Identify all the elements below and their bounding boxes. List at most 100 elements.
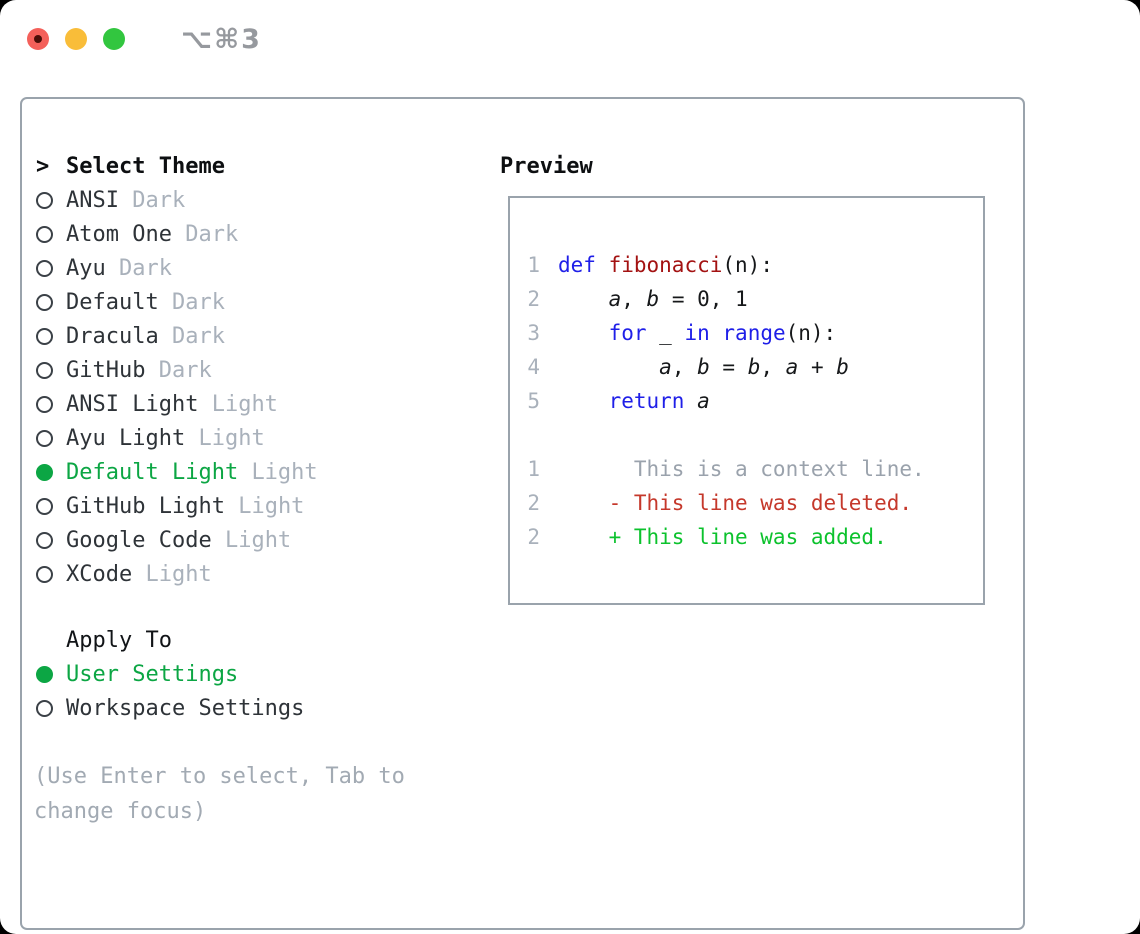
theme-list-item[interactable]: Default Light Light — [34, 455, 500, 489]
code-segment: in — [684, 321, 710, 345]
radio-icon — [36, 191, 53, 209]
code-segment: , — [621, 287, 647, 311]
code-text: - This line was deleted. — [558, 491, 912, 515]
theme-variant: Dark — [119, 255, 172, 281]
code-segment — [596, 253, 609, 277]
apply-to-option[interactable]: User Settings — [34, 657, 500, 691]
radio-icon — [36, 497, 53, 515]
zoom-button[interactable] — [103, 28, 125, 50]
left-column: > Select Theme ANSI Dark Atom One Dark — [34, 149, 500, 928]
radio-icon — [36, 565, 53, 583]
code-text: def fibonacci(n): — [558, 253, 773, 277]
code-segment: , — [671, 355, 698, 379]
theme-name: Ayu Light — [66, 425, 186, 451]
code-text: return a — [558, 389, 710, 413]
code-segment — [558, 355, 659, 379]
code-segment: a — [697, 389, 710, 413]
line-number: 5 — [527, 389, 540, 413]
code-segment — [558, 287, 609, 311]
code-segment: a — [785, 355, 799, 379]
line-number: 1 — [527, 253, 540, 277]
code-text: + This line was added. — [558, 525, 887, 549]
code-line: 1 This is a context line. — [526, 452, 967, 486]
code-segment: = 0, 1 — [659, 287, 748, 311]
radio-icon — [36, 293, 53, 311]
theme-list-item[interactable]: Ayu Light Light — [34, 421, 500, 455]
code-line: 5 return a — [526, 384, 967, 418]
theme-list-item[interactable]: Atom One Dark — [34, 217, 500, 251]
radio-icon — [36, 361, 53, 379]
close-button[interactable] — [27, 28, 49, 50]
theme-list-item[interactable]: GitHub Light Light — [34, 489, 500, 523]
code-segment: b — [697, 355, 710, 379]
radio-icon — [36, 395, 53, 413]
code-line: 1 def fibonacci(n): — [526, 248, 967, 282]
code-segment: for — [608, 321, 647, 345]
radio-icon — [36, 327, 53, 345]
minimize-button[interactable] — [65, 28, 87, 50]
code-segment: b — [646, 287, 660, 311]
code-segment: a — [608, 287, 622, 311]
theme-list-item[interactable]: ANSI Light Light — [34, 387, 500, 421]
code-segment: b — [836, 355, 849, 379]
line-number: 2 — [527, 287, 540, 311]
apply-to-section: Apply To User Settings Workspace Setting… — [34, 623, 500, 725]
theme-variant: Light — [198, 425, 265, 451]
radio-icon — [36, 463, 53, 481]
theme-list-item[interactable]: Google Code Light — [34, 523, 500, 557]
theme-variant: Dark — [171, 289, 225, 315]
select-theme-title: Select Theme — [66, 153, 225, 179]
code-segment: range — [722, 321, 786, 345]
theme-selector-panel: > Select Theme ANSI Dark Atom One Dark — [20, 97, 1025, 930]
apply-option-label: User Settings — [66, 661, 239, 687]
preview-title: Preview — [500, 153, 593, 179]
theme-list-item[interactable]: ANSI Dark — [34, 183, 500, 217]
code-segment: return — [608, 389, 685, 413]
code-segment — [710, 321, 723, 345]
theme-name: GitHub Light — [66, 493, 225, 519]
theme-list: ANSI Dark Atom One Dark Ayu Dark — [34, 183, 500, 591]
theme-name: ANSI — [66, 187, 119, 213]
code-line: 3 for _ in range(n): — [526, 316, 967, 350]
theme-variant: Light — [224, 527, 292, 553]
theme-name: XCode — [66, 561, 133, 587]
title-bar: ⌥⌘3 — [27, 24, 262, 55]
theme-variant: Light — [238, 493, 305, 519]
line-number: 2 — [527, 525, 540, 549]
theme-name: Dracula — [66, 323, 159, 349]
code-segment: (n): — [722, 253, 773, 277]
apply-to-option[interactable]: Workspace Settings — [34, 691, 500, 725]
theme-list-item[interactable]: Default Dark — [34, 285, 500, 319]
theme-list-item[interactable]: Ayu Dark — [34, 251, 500, 285]
code-segment: fibonacci — [608, 253, 723, 277]
code-segment: , — [760, 355, 786, 379]
theme-list-item[interactable]: GitHub Dark — [34, 353, 500, 387]
radio-icon — [36, 699, 53, 717]
code-segment: _ — [646, 321, 685, 345]
code-segment: a — [659, 355, 672, 379]
theme-name: Ayu — [66, 255, 106, 281]
theme-variant: Dark — [158, 357, 212, 383]
code-text: for _ in range(n): — [558, 321, 837, 345]
code-segment — [558, 321, 609, 345]
code-segment: + — [798, 355, 837, 379]
line-number: 1 — [527, 457, 540, 481]
theme-variant: Dark — [185, 221, 239, 247]
theme-name: ANSI Light — [66, 391, 199, 417]
theme-variant: Light — [211, 391, 278, 417]
code-text: a, b = b, a + b — [558, 355, 849, 379]
code-line — [526, 418, 967, 452]
theme-variant: Dark — [132, 187, 186, 213]
apply-to-title: Apply To — [66, 627, 172, 653]
apply-option-label: Workspace Settings — [66, 695, 305, 721]
code-segment: + This line was added. — [558, 525, 887, 549]
theme-name: Default Light — [66, 459, 239, 485]
preview-box: 1 def fibonacci(n): 2 a, b = 0, 1 3 for … — [508, 196, 985, 605]
theme-list-item[interactable]: Dracula Dark — [34, 319, 500, 353]
help-text: (Use Enter to select, Tab to change focu… — [34, 764, 405, 824]
radio-icon — [36, 665, 53, 683]
select-theme-header: > Select Theme — [34, 149, 500, 183]
radio-icon — [36, 225, 53, 243]
theme-list-item[interactable]: XCode Light — [34, 557, 500, 591]
